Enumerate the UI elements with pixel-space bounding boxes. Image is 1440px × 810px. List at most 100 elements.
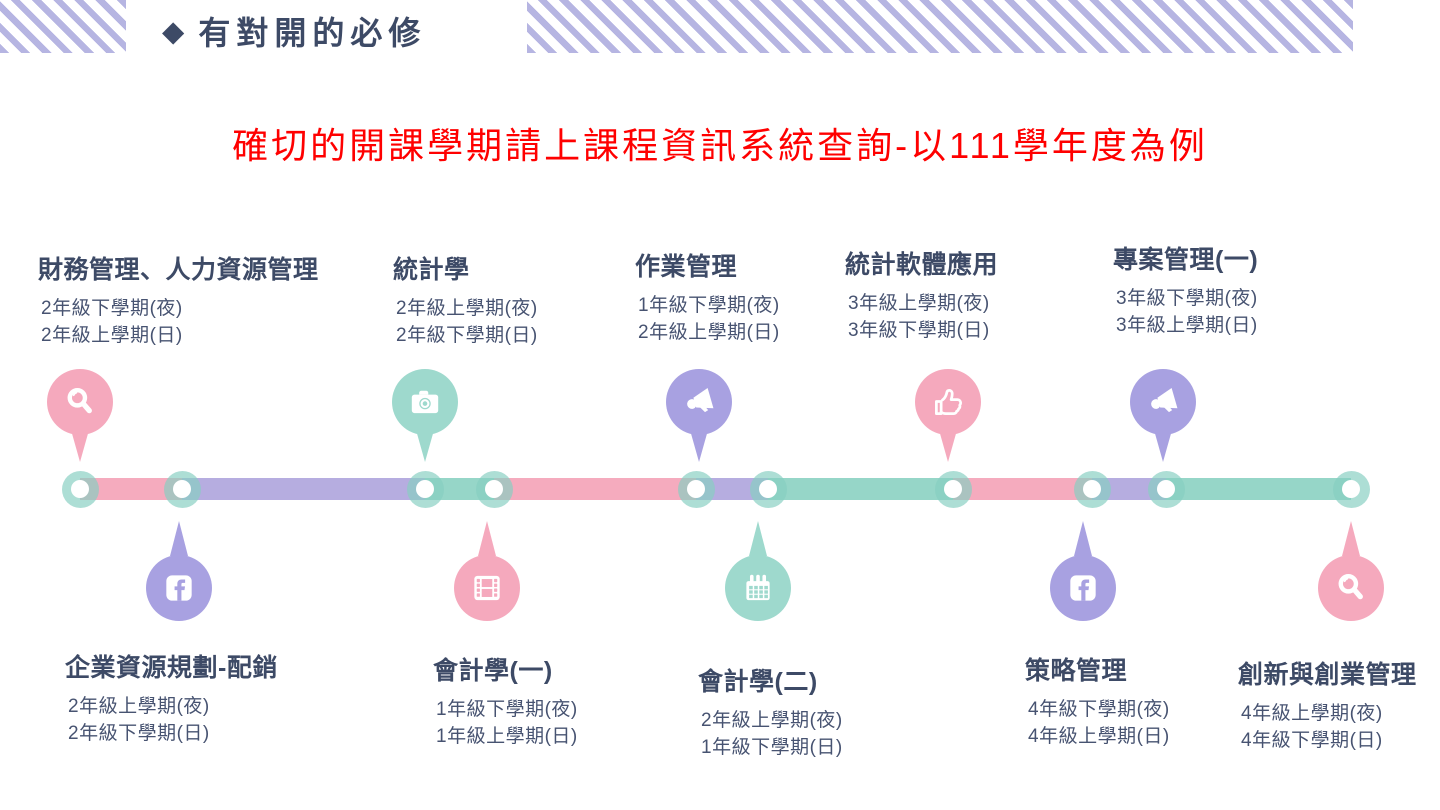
pin-marker [392,369,458,435]
course-semester-line: 4年級下學期(日) [1241,730,1383,751]
course-semester-lines: 4年級下學期(夜) 4年級上學期(日) [1028,696,1170,750]
course-semester-lines: 2年級上學期(夜) 2年級下學期(日) [68,693,278,747]
timeline-node-center [1342,480,1360,498]
course-semester-lines: 1年級下學期(夜) 2年級上學期(日) [638,292,780,346]
timeline-node-center [416,480,434,498]
pin-marker [725,555,791,621]
course-semester-lines: 4年級上學期(夜) 4年級下學期(日) [1241,700,1417,754]
pin-marker [1050,555,1116,621]
course-title: 企業資源規劃-配銷 [65,654,278,682]
course-semester-line: 3年級下學期(夜) [1116,288,1258,309]
pin-tail [1154,430,1172,462]
pin-tail [170,521,188,556]
pin-tail [478,521,496,556]
pin-tail [1074,521,1092,556]
course-semester-line: 2年級上學期(夜) [396,298,538,319]
film-icon [474,575,500,601]
timeline-node-center [485,480,503,498]
course-semester-line: 1年級下學期(日) [701,737,843,758]
pin-tail [71,430,89,462]
calendar-icon [746,574,770,601]
course-semester-line: 1年級下學期(夜) [638,295,780,316]
course-semester-line: 2年級上學期(日) [638,322,780,343]
pin-marker [146,555,212,621]
page-title: 有對開的必修 [198,15,427,51]
course-semester-lines: 2年級上學期(夜) 1年級下學期(日) [701,707,843,761]
course-title: 財務管理、人力資源管理 [38,256,319,284]
timeline-segment [494,478,696,500]
course-semester-lines: 1年級下學期(夜) 1年級上學期(日) [436,696,578,750]
timeline-node-center [1157,480,1175,498]
course-label-top: 統計學 2年級上學期(夜) 2年級下學期(日) [393,250,538,349]
course-label-bottom: 會計學(二) 2年級上學期(夜) 1年級下學期(日) [698,662,843,761]
course-label-top: 作業管理 1年級下學期(夜) 2年級上學期(日) [635,247,780,346]
course-semester-line: 2年級下學期(夜) [41,298,183,319]
timeline-node-center [759,480,777,498]
course-title: 統計學 [393,256,470,284]
timeline-node-center [1083,480,1101,498]
course-title: 策略管理 [1025,657,1128,685]
course-semester-lines: 3年級下學期(夜) 3年級上學期(日) [1116,285,1258,339]
course-semester-line: 4年級上學期(日) [1028,726,1170,747]
course-title: 會計學(一) [433,657,553,685]
megaphone-icon [687,388,714,413]
course-semester-line: 4年級下學期(夜) [1028,699,1170,720]
pin-marker [1130,369,1196,435]
course-semester-line: 3年級下學期(日) [848,320,990,341]
timeline-segment [1092,478,1166,500]
notice-text: 確切的開課學期請上課程資訊系統查詢-以111學年度為例 [232,125,1208,166]
course-semester-line: 2年級上學期(日) [41,325,183,346]
pin-tail [416,430,434,462]
pin-marker [454,555,520,621]
course-semester-line: 3年級上學期(日) [1116,315,1258,336]
timeline-segment [953,478,1092,500]
course-semester-line: 1年級下學期(夜) [436,699,578,720]
timeline-node-center [944,480,962,498]
course-semester-line: 2年級下學期(日) [396,325,538,346]
pin-tail [690,430,708,462]
course-label-top: 財務管理、人力資源管理 2年級下學期(夜) 2年級上學期(日) [38,250,319,349]
diamond-bullet-icon: ◆ [162,15,185,48]
course-semester-line: 2年級上學期(夜) [68,696,210,717]
course-title: 作業管理 [635,253,738,281]
pin-marker [666,369,732,435]
course-title: 創新與創業管理 [1238,661,1417,689]
stripe-decoration-right [527,0,1353,53]
stripe-decoration-left [0,0,126,53]
pin-tail [939,430,957,462]
timeline-segment [768,478,953,500]
course-label-bottom: 企業資源規劃-配銷 2年級上學期(夜) 2年級下學期(日) [65,648,278,747]
course-label-top: 專案管理(一) 3年級下學期(夜) 3年級上學期(日) [1113,240,1258,339]
camera-icon [411,390,439,414]
pin-marker [915,369,981,435]
course-semester-line: 3年級上學期(夜) [848,293,990,314]
pin-tail [749,521,767,556]
course-semester-lines: 3年級上學期(夜) 3年級下學期(日) [848,290,998,344]
course-semester-line: 1年級上學期(日) [436,726,578,747]
course-label-bottom: 策略管理 4年級下學期(夜) 4年級上學期(日) [1025,651,1170,750]
timeline-node-center [687,480,705,498]
timeline-node-center [71,480,89,498]
slide-header: ◆ 有對開的必修 [162,8,426,54]
course-title: 專案管理(一) [1113,246,1259,274]
course-semester-line: 2年級下學期(日) [68,723,210,744]
pin-marker [1318,555,1384,621]
pin-marker [47,369,113,435]
course-semester-line: 2年級上學期(夜) [701,710,843,731]
timeline-segment [182,478,425,500]
course-semester-line: 4年級上學期(夜) [1241,703,1383,724]
facebook-icon [166,575,192,601]
megaphone-icon [1151,388,1178,413]
course-semester-lines: 2年級上學期(夜) 2年級下學期(日) [396,295,538,349]
course-label-bottom: 創新與創業管理 4年級上學期(夜) 4年級下學期(日) [1238,655,1417,754]
course-label-bottom: 會計學(一) 1年級下學期(夜) 1年級上學期(日) [433,651,578,750]
facebook-icon [1070,575,1096,601]
timeline-segment [80,478,182,500]
search-icon [67,387,92,414]
timeline-segment [1166,478,1351,500]
pin-tail [1342,521,1360,556]
timeline-node-center [173,480,191,498]
course-title: 會計學(二) [698,668,818,696]
